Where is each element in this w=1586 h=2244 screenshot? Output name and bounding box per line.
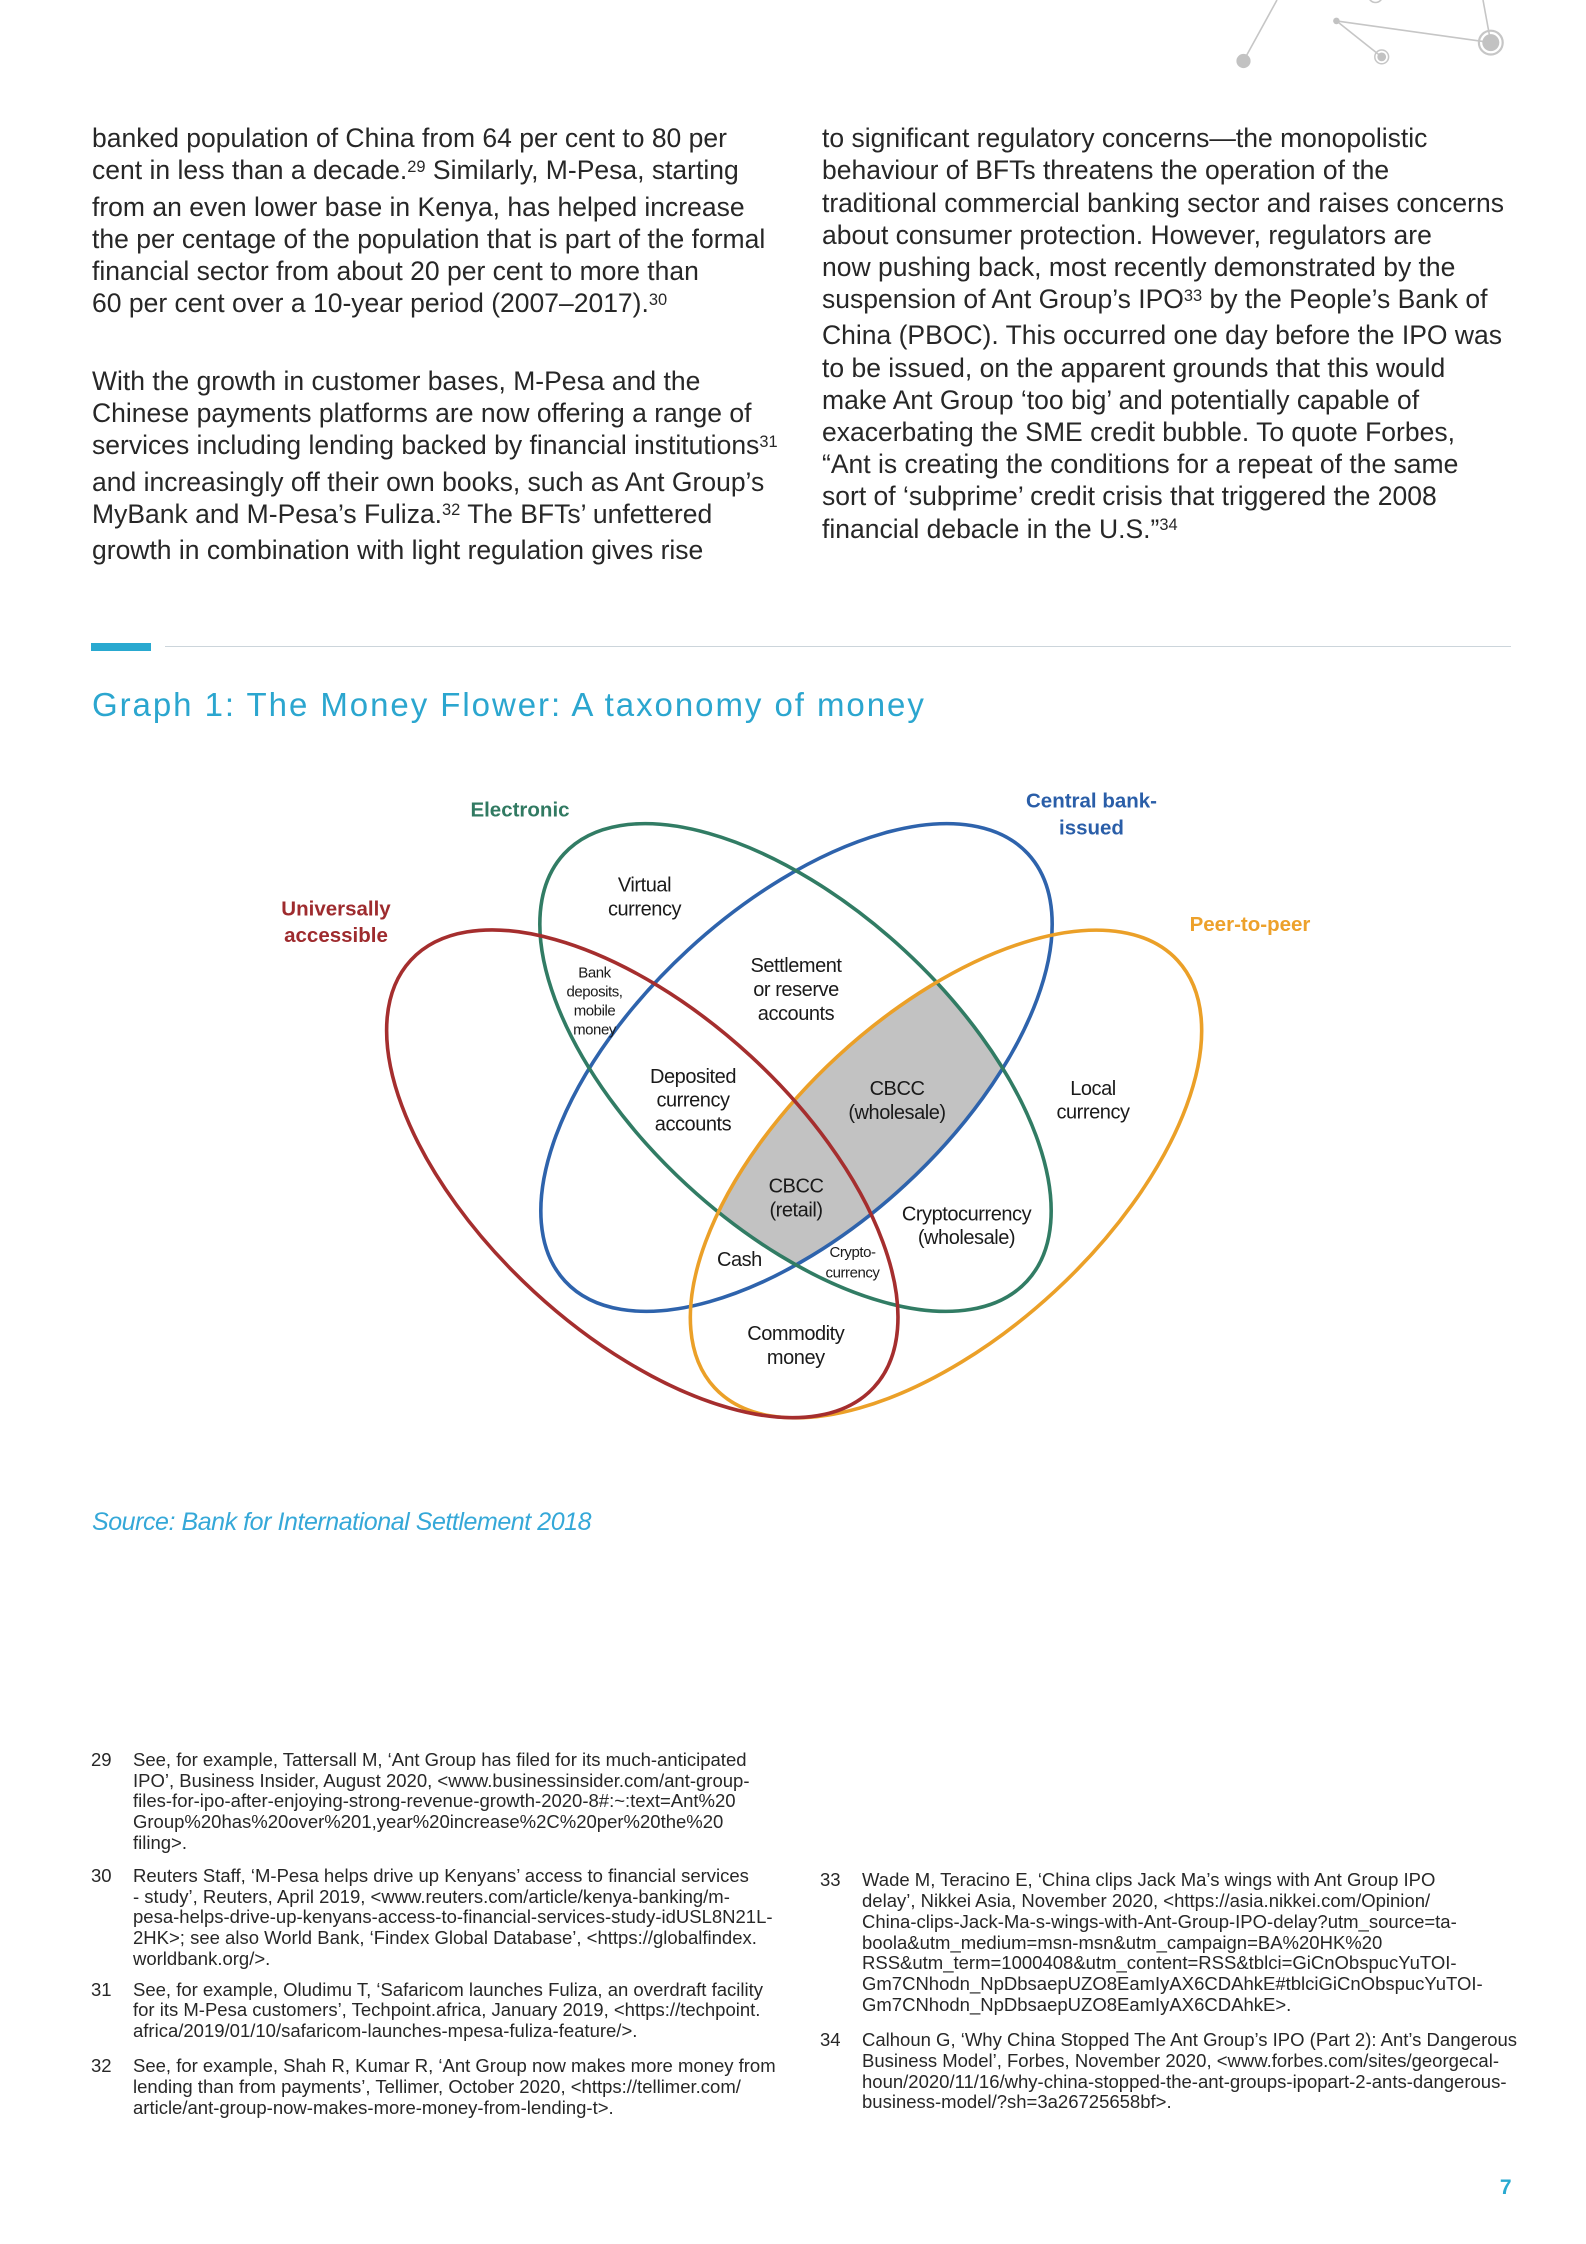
svg-text:currency: currency [1056,1102,1130,1124]
svg-text:Cash: Cash [717,1249,762,1271]
svg-text:CBCC: CBCC [870,1078,925,1100]
svg-text:Central bank-: Central bank- [1026,790,1157,813]
svg-text:(wholesale): (wholesale) [918,1227,1015,1249]
svg-text:deposits,: deposits, [567,984,623,1001]
svg-text:mobile: mobile [574,1003,616,1020]
svg-text:Deposited: Deposited [650,1066,736,1088]
svg-text:issued: issued [1059,816,1124,839]
svg-text:Peer-to-peer: Peer-to-peer [1190,913,1311,936]
svg-text:(wholesale): (wholesale) [848,1102,945,1124]
svg-text:(retail): (retail) [769,1200,822,1222]
svg-text:currency: currency [656,1090,730,1112]
svg-text:accessible: accessible [284,924,388,947]
svg-text:Settlement: Settlement [750,955,842,977]
svg-text:money: money [767,1347,825,1369]
svg-text:Universally: Universally [281,897,391,920]
svg-text:CBCC: CBCC [769,1176,824,1198]
svg-text:Virtual: Virtual [618,875,671,897]
svg-text:currency: currency [608,899,682,921]
svg-text:Commodity: Commodity [747,1323,845,1345]
svg-text:Cryptocurrency: Cryptocurrency [902,1204,1032,1226]
svg-text:accounts: accounts [758,1003,835,1025]
svg-text:Bank: Bank [578,965,611,982]
svg-text:Crypto-: Crypto- [829,1244,875,1261]
svg-text:Electronic: Electronic [470,799,569,822]
svg-text:currency: currency [826,1265,881,1282]
svg-text:accounts: accounts [655,1114,732,1136]
svg-text:Local: Local [1070,1078,1116,1100]
svg-text:or reserve: or reserve [753,979,839,1001]
svg-text:money: money [573,1022,617,1039]
